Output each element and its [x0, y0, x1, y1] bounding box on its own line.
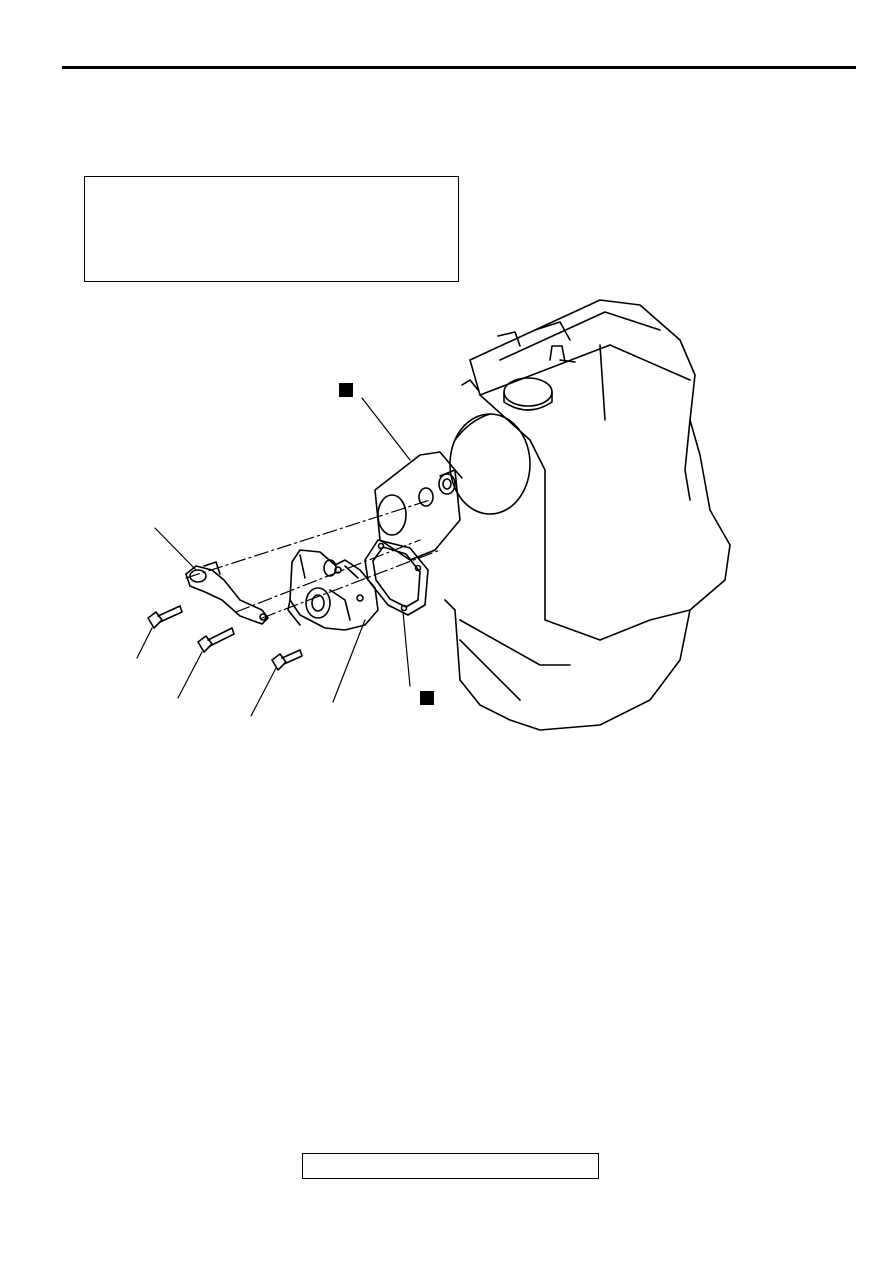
- water-inlet-o-ring: [323, 559, 337, 577]
- engine-block: [374, 299, 731, 731]
- footer-box: [302, 1153, 599, 1179]
- alignment-lines: [185, 499, 441, 619]
- water-pump-bolt-medium: [197, 627, 235, 653]
- note-box: [84, 176, 459, 282]
- water-pump-gasket: [364, 539, 429, 616]
- tension-pulley-bracket: [185, 561, 269, 625]
- water-pump: [287, 549, 379, 631]
- leader-lines: [136, 397, 411, 717]
- non-reusable-marker-2: [420, 691, 434, 705]
- water-pump-bolt-short: [271, 649, 303, 671]
- exploded-view-diagram: [0, 290, 893, 760]
- non-reusable-marker-1: [339, 383, 353, 397]
- water-pump-bolt-long: [147, 605, 183, 629]
- header-rule: [62, 66, 856, 69]
